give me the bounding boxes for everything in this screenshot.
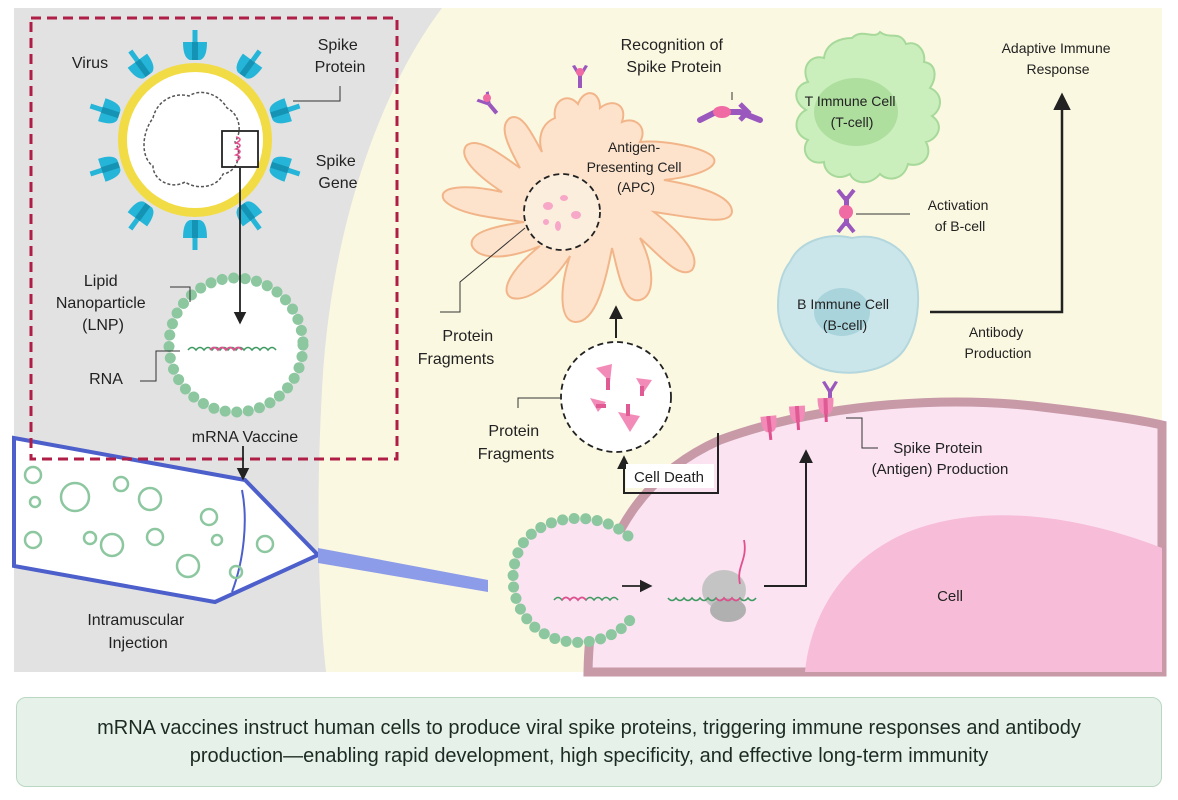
cell-death-label-bg <box>626 464 714 488</box>
label-mrna-vaccine: mRNA Vaccine <box>192 429 299 446</box>
leader-spike-protein <box>293 86 341 102</box>
label-cell-death: Cell Death <box>634 469 704 486</box>
arrow-cell-death <box>617 433 719 494</box>
leader-lnp <box>170 286 191 302</box>
label-recognition: Recognition of Spike Protein <box>621 37 728 76</box>
leader-protein-fragments-lower <box>517 397 560 408</box>
label-spike-gene: Spike Gene <box>316 153 360 192</box>
label-virus: Virus <box>72 55 108 72</box>
lnp-fusion <box>507 513 636 648</box>
label-adaptive-response: Adaptive Immune Response <box>1002 40 1115 77</box>
leader-protein-fragments-upper <box>440 227 526 313</box>
leader-rna <box>140 350 180 382</box>
nucleus <box>805 515 1162 672</box>
label-protein-fragments-upper: Protein Fragments <box>418 328 498 368</box>
leader-spike-production <box>846 417 878 449</box>
label-spike-protein: Spike Protein <box>315 37 366 76</box>
t-cell <box>795 30 941 184</box>
apc-cell <box>441 92 734 324</box>
recognition-receptor <box>697 102 763 123</box>
label-apc: Antigen- Presenting Cell (APC) <box>587 139 686 195</box>
label-activation: Activation of B-cell <box>928 197 993 234</box>
ribosome-translation <box>667 539 757 622</box>
arrow-translation-to-surface <box>764 449 813 587</box>
label-b-cell: B Immune Cell (B-cell) <box>797 296 893 333</box>
label-lnp: Lipid Nanoparticle (LNP) <box>56 273 150 334</box>
label-t-cell: T Immune Cell (T-cell) <box>805 93 900 130</box>
vaccine-detail-frame <box>29 16 399 461</box>
virus-illustration <box>86 30 304 250</box>
label-antibody-production: Antibody Production <box>965 324 1032 361</box>
label-protein-fragments-lower: Protein Fragments <box>478 423 554 463</box>
apc-surface-receptors <box>475 65 588 119</box>
lnp-illustration <box>163 272 309 418</box>
summary-caption: mRNA vaccines instruct human cells to pr… <box>16 697 1162 787</box>
b-cell <box>776 235 920 374</box>
syringe <box>12 435 488 605</box>
label-spike-production: Spike Protein (Antigen) Production <box>872 440 1009 478</box>
activation-receptor <box>836 188 856 234</box>
label-intramuscular-injection: Intramuscular Injection <box>87 612 188 652</box>
label-cell: Cell <box>937 588 963 605</box>
arrow-adaptive-response <box>930 92 1071 314</box>
protein-fragments-circle <box>560 341 672 453</box>
label-rna: RNA <box>89 371 123 388</box>
